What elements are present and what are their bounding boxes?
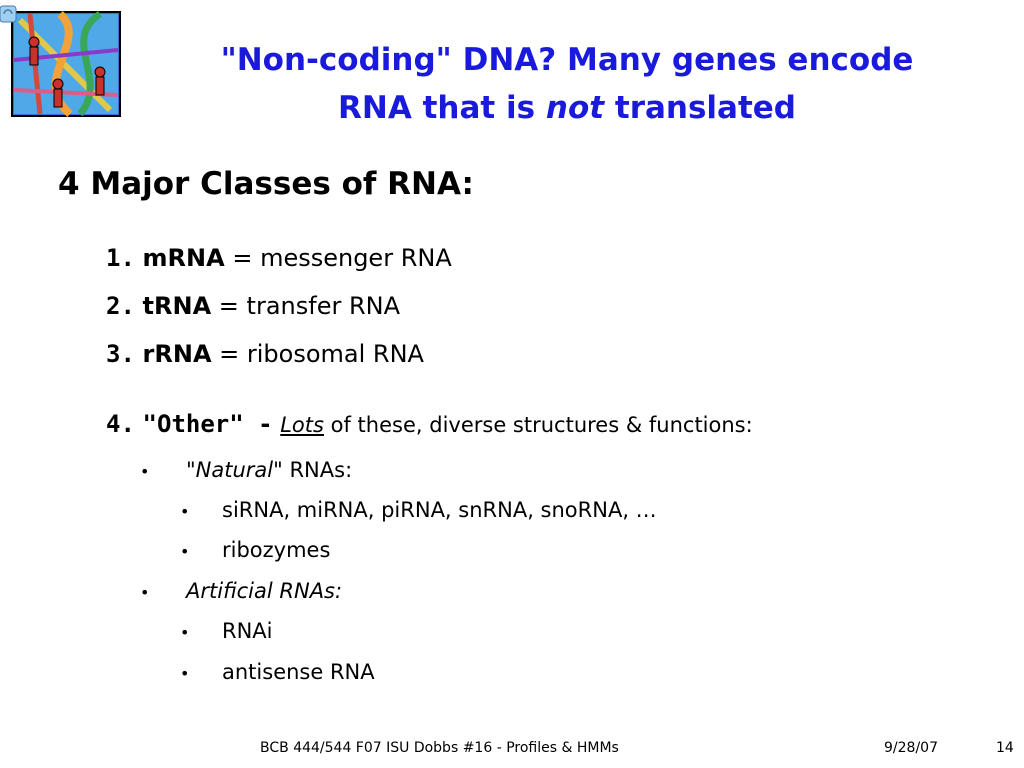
list-number: 3.: [106, 340, 135, 368]
bullet-artificial-item: • RNAi: [180, 616, 273, 648]
footer-course: BCB 444/544 F07 ISU Dobbs #16 - Profiles…: [260, 740, 619, 756]
other-label: "Other" -: [142, 410, 273, 438]
natural-label-italic: "Natural": [186, 458, 283, 482]
list-term: tRNA: [142, 292, 212, 320]
bullet-artificial-rnas: • Artificial RNAs:: [140, 576, 342, 608]
list-desc: = transfer RNA: [211, 292, 400, 320]
natural-label-rest: RNAs:: [282, 458, 353, 482]
bullet-icon: •: [180, 664, 190, 683]
title-line-2-post: translated: [604, 90, 796, 126]
bullet-icon: •: [180, 623, 190, 642]
list-desc: = messenger RNA: [224, 244, 452, 272]
slide-title: "Non-coding" DNA? Many genes encode RNA …: [130, 36, 1004, 132]
list-item-mrna: 1. mRNA = messenger RNA: [106, 242, 452, 274]
bullet-artificial-item: • antisense RNA: [180, 657, 375, 689]
list-term: rRNA: [142, 340, 212, 368]
natural-item-text: siRNA, miRNA, piRNA, snRNA, snoRNA, …: [222, 498, 657, 522]
artificial-item-text: RNAi: [222, 619, 273, 643]
artificial-item-text: antisense RNA: [222, 660, 375, 684]
dna-helix-clipart-icon: [0, 5, 121, 118]
list-desc: = ribosomal RNA: [211, 340, 424, 368]
title-line-1: "Non-coding" DNA? Many genes encode: [220, 42, 914, 78]
bullet-natural-item: • ribozymes: [180, 535, 330, 567]
bullet-natural-item: • siRNA, miRNA, piRNA, snRNA, snoRNA, …: [180, 495, 657, 527]
other-desc: of these, diverse structures & functions…: [323, 413, 753, 437]
title-emphasis: not: [545, 90, 605, 126]
bullet-icon: •: [140, 462, 150, 481]
list-item-rrna: 3. rRNA = ribosomal RNA: [106, 338, 424, 370]
list-item-other: 4. "Other" - Lots of these, diverse stru…: [106, 408, 753, 441]
artificial-label: Artificial RNAs:: [186, 579, 343, 603]
footer-date: 9/28/07: [884, 740, 938, 756]
lots-emphasis: Lots: [280, 413, 324, 437]
bullet-icon: •: [180, 502, 190, 521]
list-number: 4.: [106, 410, 135, 438]
title-line-2-pre: RNA that is: [338, 90, 546, 126]
section-heading: 4 Major Classes of RNA:: [58, 166, 474, 202]
bullet-icon: •: [180, 542, 190, 561]
list-number: 1.: [106, 244, 135, 272]
title-line-2: RNA that is not translated: [130, 84, 1004, 132]
list-term: mRNA: [142, 244, 225, 272]
list-number: 2.: [106, 292, 135, 320]
bullet-icon: •: [140, 583, 150, 602]
list-item-trna: 2. tRNA = transfer RNA: [106, 290, 400, 322]
bullet-natural-rnas: • "Natural" RNAs:: [140, 455, 352, 487]
footer-page-number: 14: [996, 740, 1014, 756]
natural-item-text: ribozymes: [222, 538, 331, 562]
